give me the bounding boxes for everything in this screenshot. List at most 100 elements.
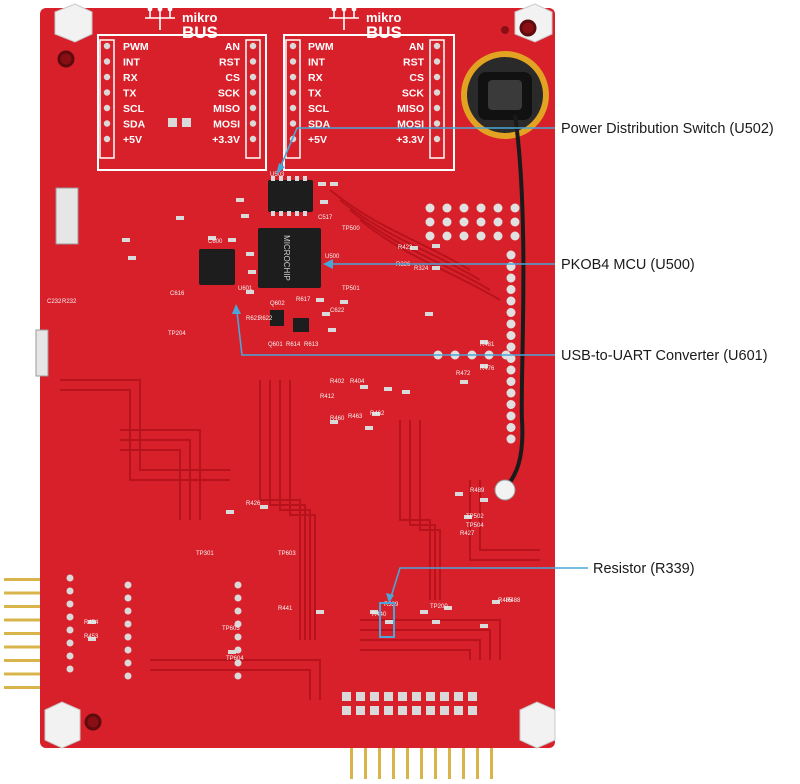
connector-pad <box>412 706 421 715</box>
mikrobus-right-brand-bottom: BUS <box>366 23 402 42</box>
header-pad <box>249 104 257 112</box>
wire-end <box>494 479 516 501</box>
ref-designator: R481 <box>480 342 495 348</box>
header-pad <box>249 120 257 127</box>
ref-designator: R463 <box>348 414 363 420</box>
via <box>493 203 503 213</box>
smd-passive <box>316 610 324 614</box>
header-pin <box>378 745 381 779</box>
via <box>476 203 486 213</box>
connector-pad <box>440 706 449 715</box>
ref-designator: TP204 <box>168 331 186 337</box>
pcb-board <box>40 8 555 748</box>
ref-designator: R460 <box>330 416 345 422</box>
left-header-pins <box>4 578 44 689</box>
via <box>506 400 516 409</box>
ref-designator: R441 <box>278 606 293 612</box>
smd-passive <box>88 620 96 624</box>
header-pad <box>433 42 441 50</box>
header-pad <box>249 73 257 81</box>
ref-designator: R476 <box>480 366 495 372</box>
smd-passive <box>492 600 500 604</box>
header-pad <box>103 104 111 112</box>
left-header-holes <box>66 574 242 680</box>
smd-passive <box>318 182 326 186</box>
via <box>425 203 435 213</box>
ref-designator: TP605 <box>222 626 240 632</box>
ref-designator: R427 <box>460 531 475 537</box>
ref-designator: R489 <box>470 488 485 494</box>
mikrobus-pin-label: PWM <box>123 41 149 53</box>
header-pad <box>289 58 297 65</box>
via <box>234 594 242 602</box>
ref-designator: R622 <box>258 316 273 322</box>
mikrobus-pin-label: MISO <box>213 103 240 115</box>
mikrobus-pin-label: SCK <box>402 88 425 100</box>
connector-pad <box>468 706 477 715</box>
connector-pad <box>426 706 435 715</box>
header-pad <box>433 120 441 127</box>
via <box>506 273 516 283</box>
chip-pin <box>287 176 291 181</box>
smd-passive <box>402 390 410 394</box>
header-pin <box>4 686 44 689</box>
callout-labels: Power Distribution Switch (U502) PKOB4 M… <box>561 121 774 577</box>
ref-designator: TP504 <box>466 523 484 529</box>
chip-pin <box>295 211 299 216</box>
transistors <box>270 310 309 332</box>
header-pad <box>433 58 441 65</box>
header-pin <box>406 745 409 779</box>
connector-pad <box>370 706 379 715</box>
smd-passive <box>226 510 234 514</box>
svg-text:MICROCHIP: MICROCHIP <box>282 235 291 281</box>
header-pin <box>4 645 44 649</box>
mikrobus-pin-label: RX <box>308 72 323 84</box>
callout-lines <box>232 127 588 603</box>
connector-pad <box>342 706 351 715</box>
via <box>510 217 520 227</box>
mikrobus-pin-label: MOSI <box>213 119 240 131</box>
via <box>425 217 435 227</box>
smd-passive <box>360 385 368 389</box>
via <box>506 423 516 432</box>
via <box>506 365 516 375</box>
via <box>234 620 242 628</box>
mikrobus-pin-label: SDA <box>123 119 146 131</box>
chip-pin <box>279 211 283 216</box>
connector-pad <box>412 692 421 701</box>
header-pad <box>103 120 111 127</box>
ref-designator: R485 <box>498 598 513 604</box>
ref-designator: R404 <box>350 379 365 385</box>
ref-designator: R339 <box>384 602 399 608</box>
ref-designator: R324 <box>414 266 429 272</box>
header-pin <box>4 659 44 662</box>
header-pad <box>289 104 297 112</box>
header-pin <box>364 745 367 779</box>
via <box>66 613 74 621</box>
mikrobus-pin-label: TX <box>308 88 321 100</box>
chip-u500: MICROCHIP <box>258 228 321 288</box>
mikrobus-pin-label: +3.3V <box>396 134 424 146</box>
callout-arrow-u500 <box>323 259 333 269</box>
ref-designator: Q601 <box>268 342 283 348</box>
smd-components <box>88 182 500 654</box>
ref-designator: R462 <box>370 411 385 417</box>
via <box>476 217 486 227</box>
ref-designator: U500 <box>325 254 340 260</box>
header-pin <box>462 745 465 779</box>
smd-passive <box>248 270 256 274</box>
header-pin <box>4 578 44 581</box>
via <box>66 600 74 608</box>
connector-pad <box>370 692 379 701</box>
smd-passive <box>432 620 440 624</box>
via <box>506 434 516 444</box>
smd-passive <box>425 312 433 316</box>
header-pad <box>289 89 297 96</box>
smd-passive <box>444 606 452 610</box>
smd-passive <box>455 492 463 496</box>
smd-passive <box>228 238 236 242</box>
smd-passive <box>365 426 373 430</box>
